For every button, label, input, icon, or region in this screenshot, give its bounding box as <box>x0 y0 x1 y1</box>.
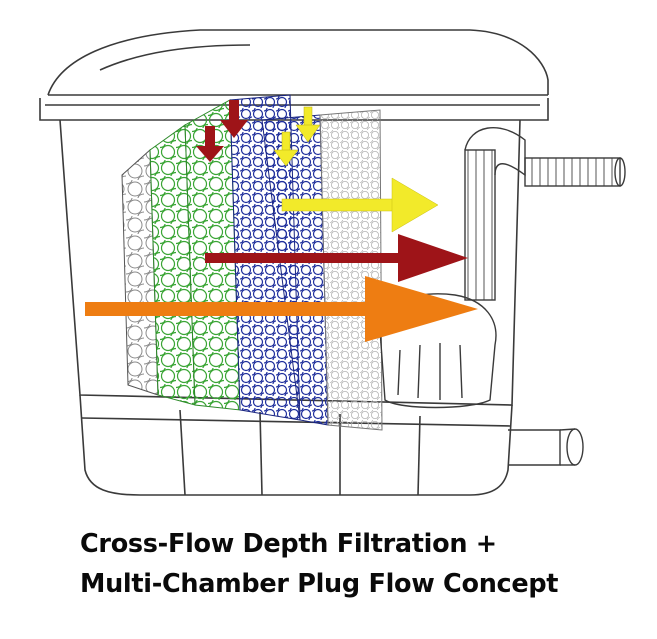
caption-line-1: Cross-Flow Depth Filtration + <box>80 529 497 559</box>
caption: Cross-Flow Depth Filtration + Multi-Cham… <box>80 524 650 604</box>
housing-lid <box>39 29 549 121</box>
hose-top <box>464 126 526 177</box>
flow-arrow <box>85 276 478 342</box>
flow-arrow <box>281 177 439 233</box>
media-white-layer <box>319 109 383 431</box>
flow-arrow <box>273 106 321 167</box>
inflow-arrows <box>196 100 321 167</box>
hose-outlet <box>524 157 621 187</box>
caption-line-2: Multi-Chamber Plug Flow Concept <box>80 569 559 599</box>
filter-diagram <box>39 29 626 496</box>
outlet-pipe <box>508 429 561 466</box>
cross-flow-arrows <box>85 177 478 342</box>
flow-arrow <box>196 100 248 162</box>
hose-vertical <box>464 149 496 301</box>
flow-arrow <box>205 234 468 282</box>
